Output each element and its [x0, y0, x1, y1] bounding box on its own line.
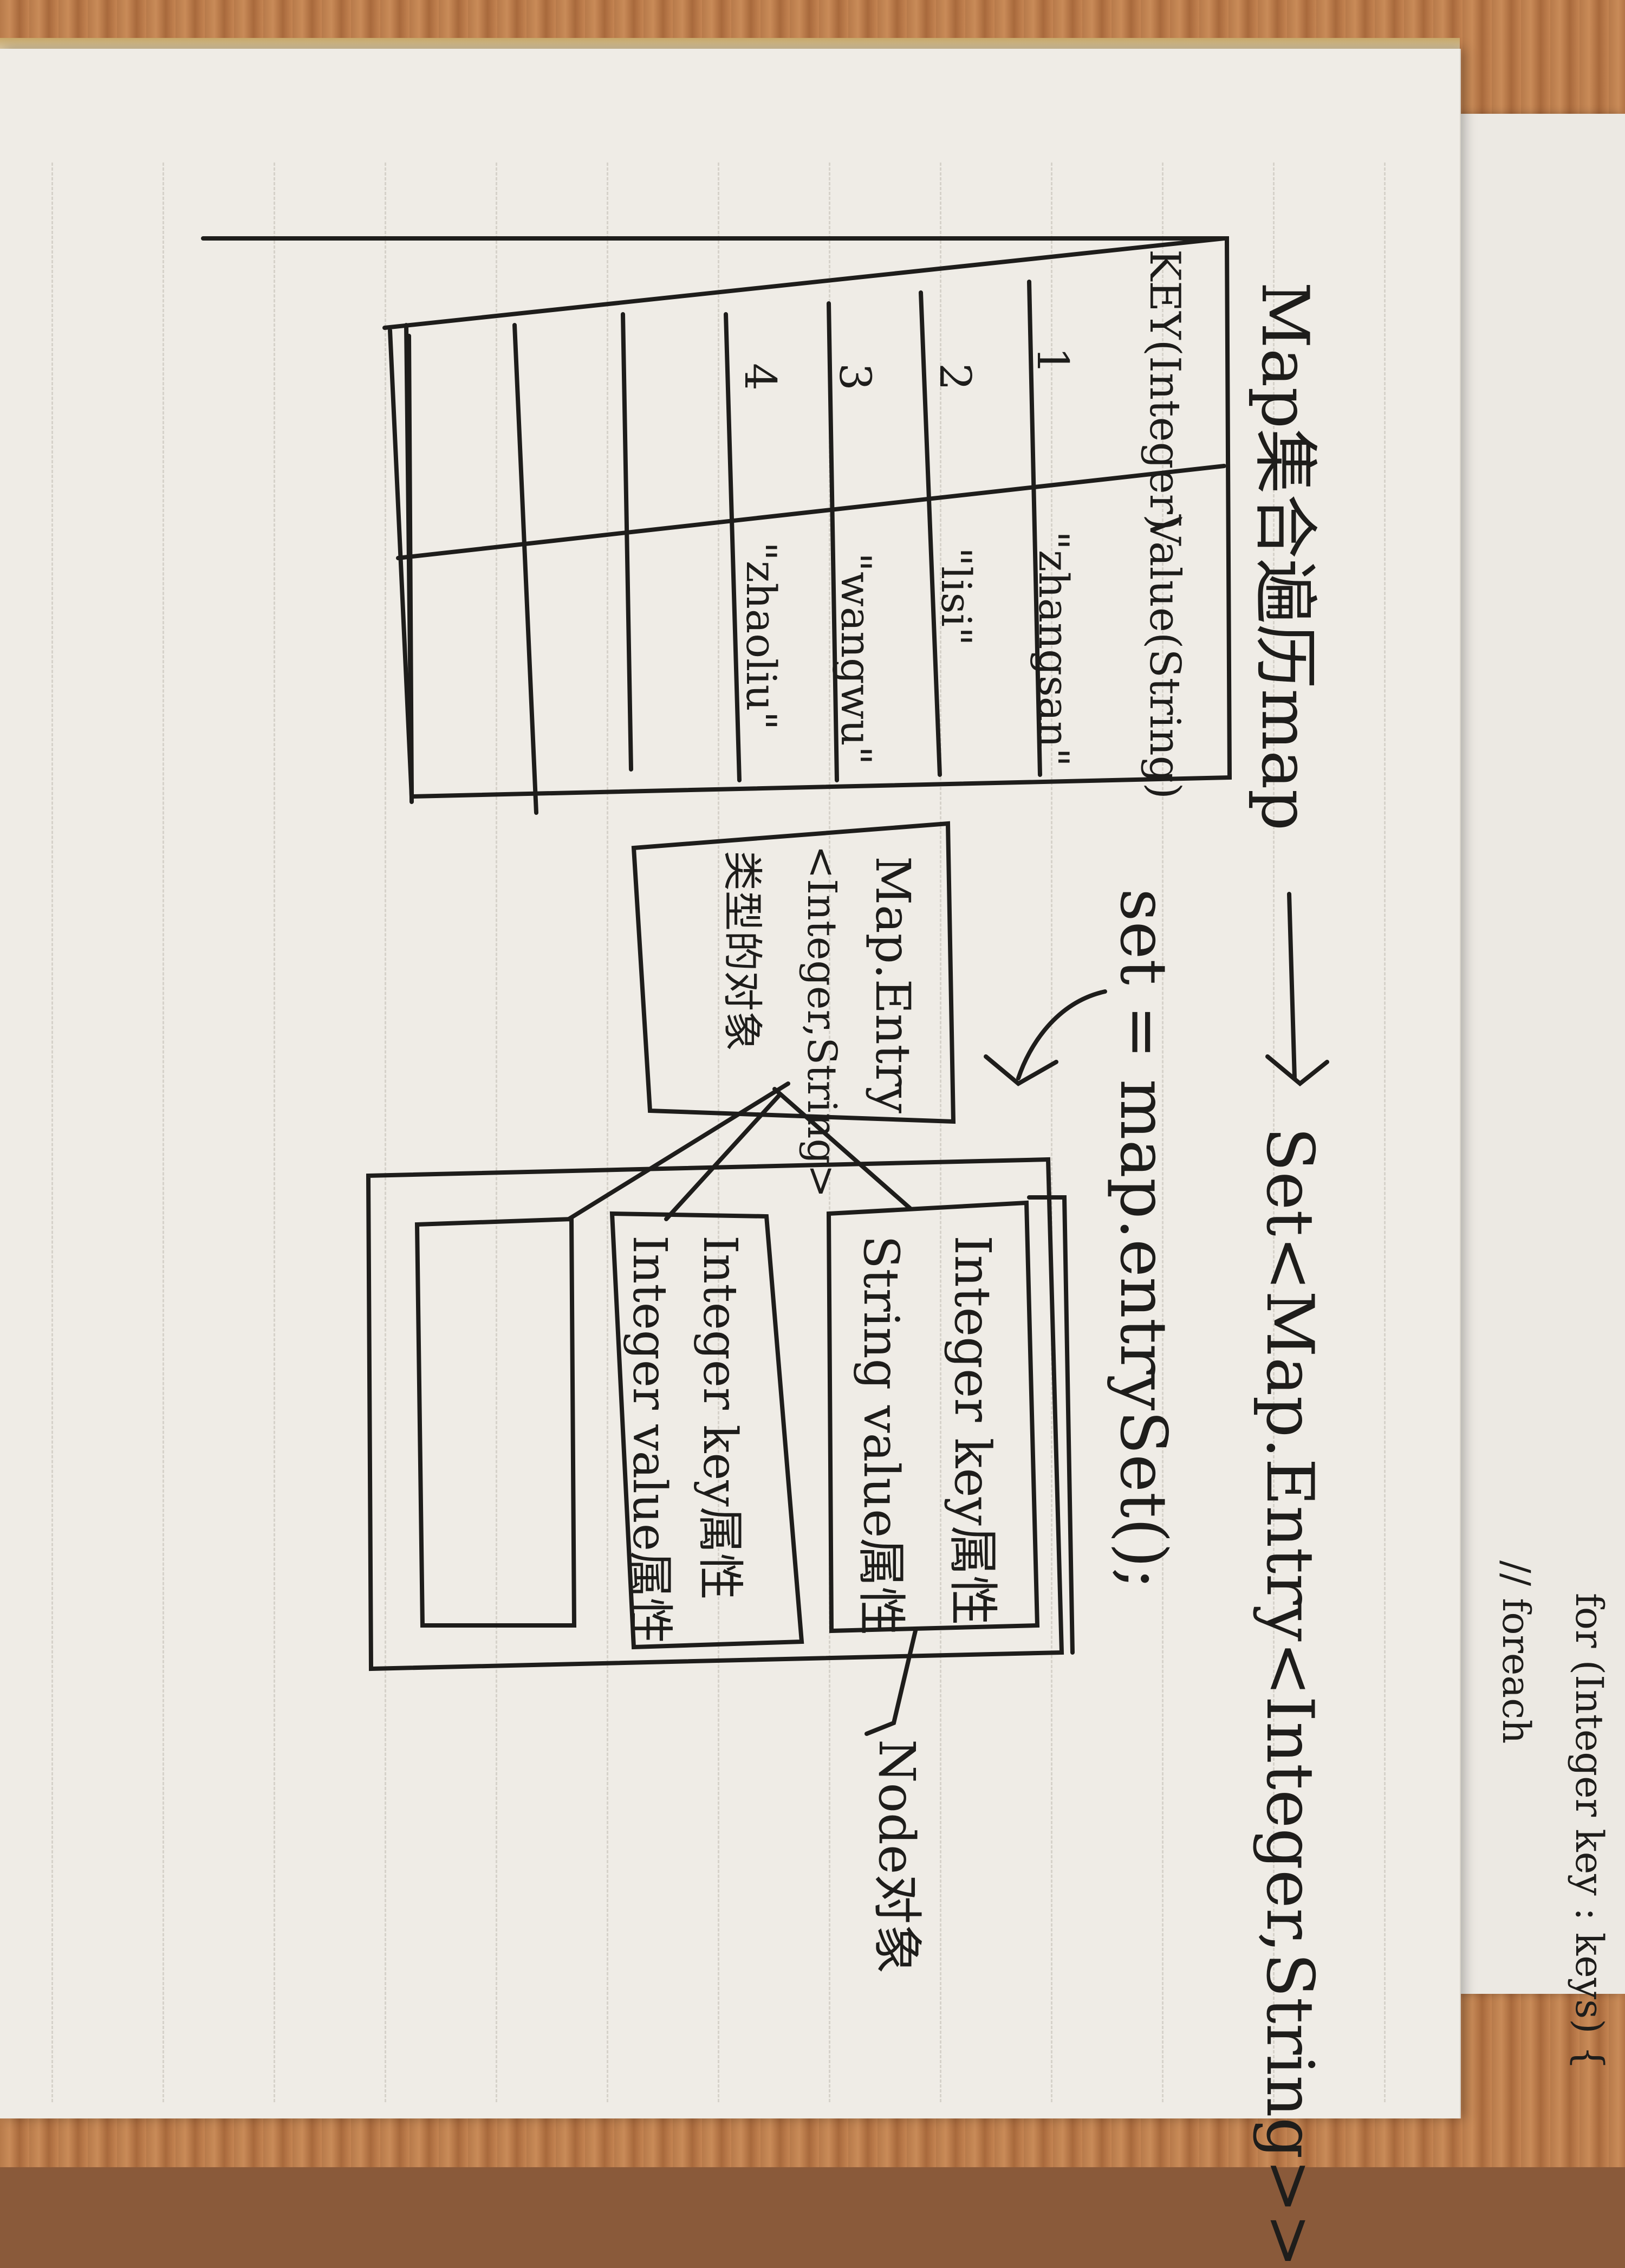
entry-box-line2: <Integer,String> [798, 845, 845, 1198]
table-row-value: "wangwu" [832, 553, 880, 765]
table-row-key: 2 [930, 363, 980, 391]
entry-box [631, 821, 956, 1124]
table-row-key: 1 [1028, 347, 1078, 374]
table-row-key: 4 [735, 363, 785, 391]
set-type-declaration: Set<Map.Entry<Integer,String>> [1252, 1127, 1327, 2268]
node-box [366, 1157, 1064, 1671]
right-arrow [1287, 892, 1297, 1080]
table-value-header: Value(String) [1140, 515, 1189, 800]
side-page-comment: // foreach [1494, 1560, 1538, 1744]
table-row-value: "zhaoliu" [737, 542, 785, 730]
side-page-for-loop: for (Integer key : keys) { [1567, 1593, 1611, 2070]
node-inner-2-line2: Integer value属性 [622, 1235, 677, 1644]
table-key-header: KEY(Integer) [1140, 249, 1189, 531]
notebook-page [0, 49, 1461, 2118]
ink-drawing [201, 236, 1329, 1736]
node-inner-1-line1: Integer key属性 [944, 1235, 1002, 1625]
heading: Map集合遍历map [1247, 282, 1322, 831]
node-inner-2-line1: Integer key属性 [693, 1235, 747, 1600]
next-notebook-page [1457, 114, 1625, 1994]
table-row-value: "lisi" [932, 547, 980, 646]
entry-box-line3: 类型的对象 [719, 851, 765, 1051]
table-row-value: "zhangsan" [1030, 531, 1078, 767]
node-label: Node对象 [868, 1739, 926, 1974]
entry-box-line1: Map.Entry [865, 856, 921, 1113]
node-inner-1-line2: String value属性 [853, 1235, 909, 1636]
assignment-statement: set = map.entrySet(); [1106, 889, 1181, 1590]
table-row-key: 3 [830, 363, 880, 391]
curved-arrow [1016, 989, 1107, 1080]
